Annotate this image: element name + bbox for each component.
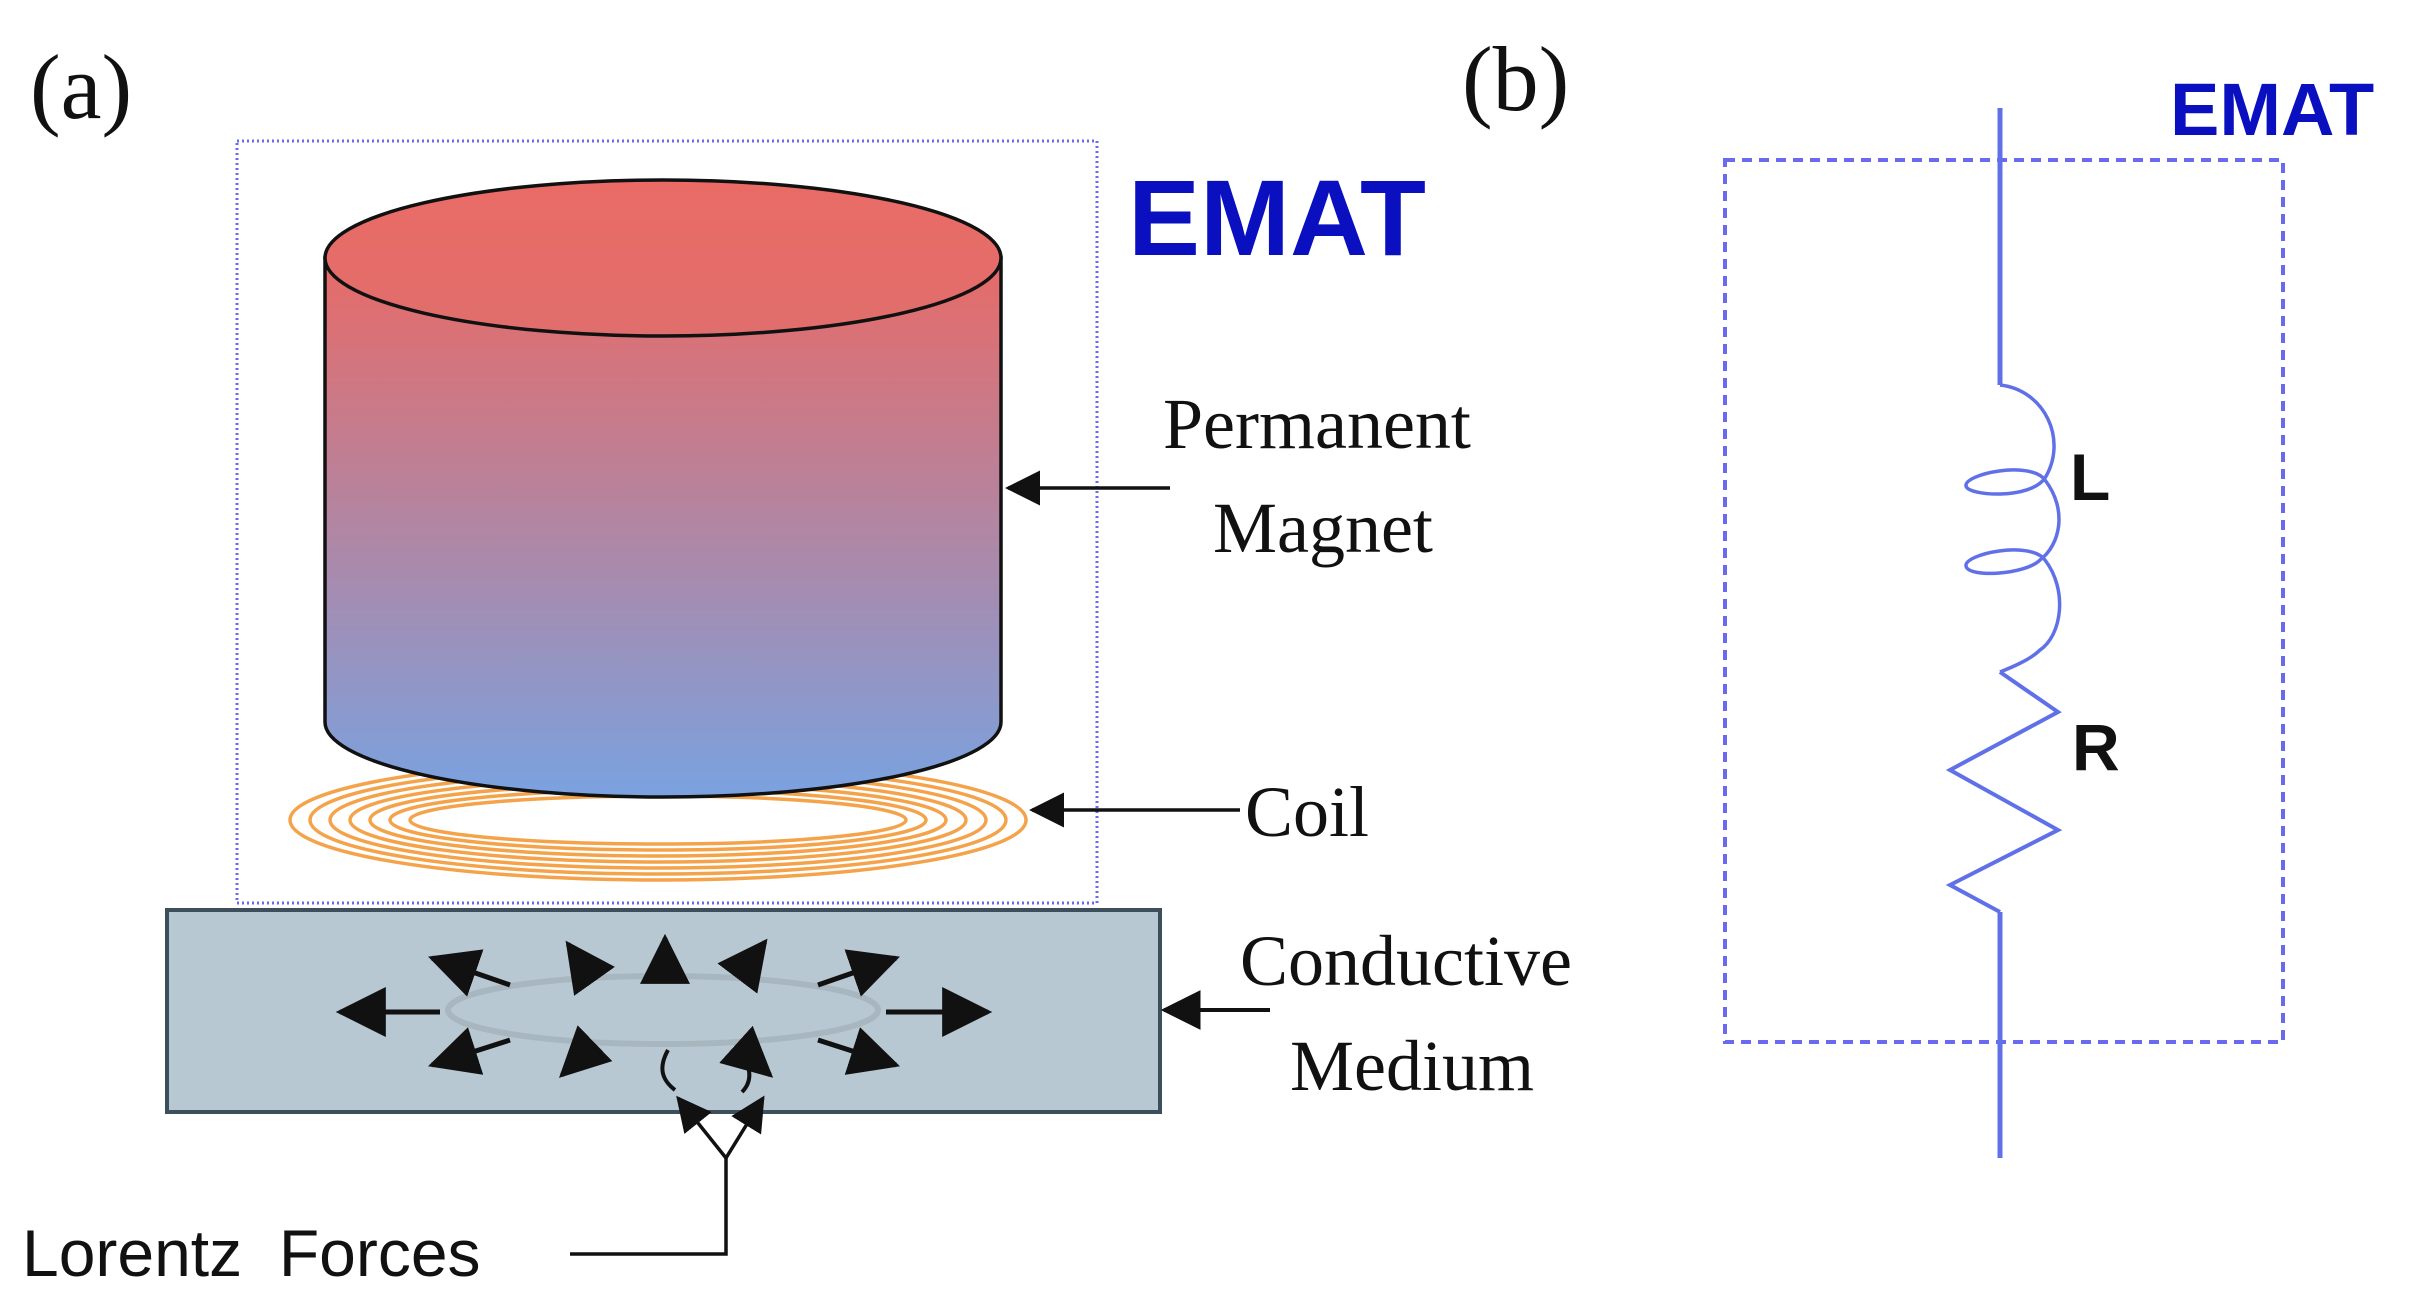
emat-boundary-b bbox=[1723, 158, 2285, 1044]
conductive-label-line2: Medium bbox=[1290, 1026, 1534, 1106]
permanent-magnet bbox=[323, 178, 1003, 799]
inductor-symbol bbox=[1964, 383, 2062, 674]
radial-force-arrows bbox=[335, 933, 993, 1078]
emat-label-a: EMAT bbox=[1128, 157, 1426, 278]
resistor-label: R bbox=[2072, 710, 2120, 784]
panel-b-label: (b) bbox=[1462, 28, 1569, 130]
lorentz-callout-lines bbox=[570, 1095, 765, 1256]
panel-a-label: (a) bbox=[30, 36, 132, 138]
panel-b: (b) EMAT L R bbox=[1462, 28, 2374, 1158]
panel-a: (a) EMAT bbox=[22, 36, 1572, 1290]
inductor-label: L bbox=[2070, 440, 2110, 514]
coil-label: Coil bbox=[1245, 772, 1369, 852]
resistor-symbol bbox=[1945, 670, 2063, 914]
permanent-magnet-label-line1: Permanent bbox=[1163, 384, 1471, 464]
emat-boundary-a bbox=[235, 139, 1099, 905]
curved-force-arrows bbox=[660, 1048, 752, 1094]
permanent-magnet-label-line2: Magnet bbox=[1213, 488, 1433, 568]
lorentz-forces-label: Lorentz Forces bbox=[22, 1216, 481, 1290]
conductive-label-line1: Conductive bbox=[1240, 921, 1572, 1001]
emat-label-b: EMAT bbox=[2170, 68, 2374, 151]
